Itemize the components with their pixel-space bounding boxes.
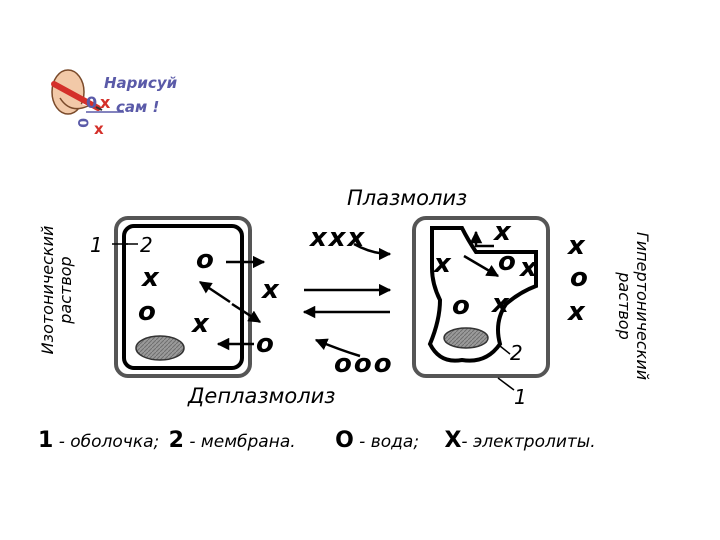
o-right-2: o [452, 291, 470, 321]
x-left-2: x [190, 309, 210, 339]
vacuole-left [136, 336, 184, 360]
o-outside-right: o [570, 263, 588, 293]
legend-electrolyte-symbol: X [444, 428, 461, 453]
label-1-right: 1 [514, 385, 527, 409]
legend-membrane: - мембрана. [184, 432, 296, 452]
legend-water-symbol: O [335, 428, 354, 453]
vacuole-right [444, 328, 488, 348]
legend-num-2: 2 [169, 428, 184, 453]
o-outside-left: o [256, 329, 274, 359]
x-right-1: x [432, 249, 452, 279]
label-2-right: 2 [510, 341, 523, 365]
x-outside-right-2: x [566, 297, 586, 327]
legend-water: - вода; [354, 432, 419, 452]
legend: 1 - оболочка; 2 - мембрана. O - вода; X-… [38, 428, 596, 453]
x-outside-right-1: x [566, 231, 586, 261]
equilibrium-arrows [304, 244, 390, 356]
ooo-label: ooo [334, 349, 394, 379]
legend-electrolytes: - электролиты. [461, 432, 595, 452]
o-right-1: o [498, 247, 516, 277]
x-right-4: x [490, 289, 510, 319]
o-left-1: o [196, 245, 214, 275]
x-right-3: x [518, 253, 538, 283]
x-outside-left: x [260, 275, 280, 305]
legend-shell: - оболочка; [53, 432, 159, 452]
x-left-1: x [140, 263, 160, 293]
leader-1-right [498, 378, 514, 390]
o-left-2: o [138, 297, 156, 327]
plasmolysed-cell [414, 218, 548, 376]
isotonic-cell [116, 218, 250, 376]
xxx-label: xxx [308, 223, 366, 253]
label-1-left: 1 [90, 233, 103, 257]
x-right-2: x [492, 217, 512, 247]
label-2-left: 2 [140, 233, 153, 257]
legend-num-1: 1 [38, 428, 53, 453]
